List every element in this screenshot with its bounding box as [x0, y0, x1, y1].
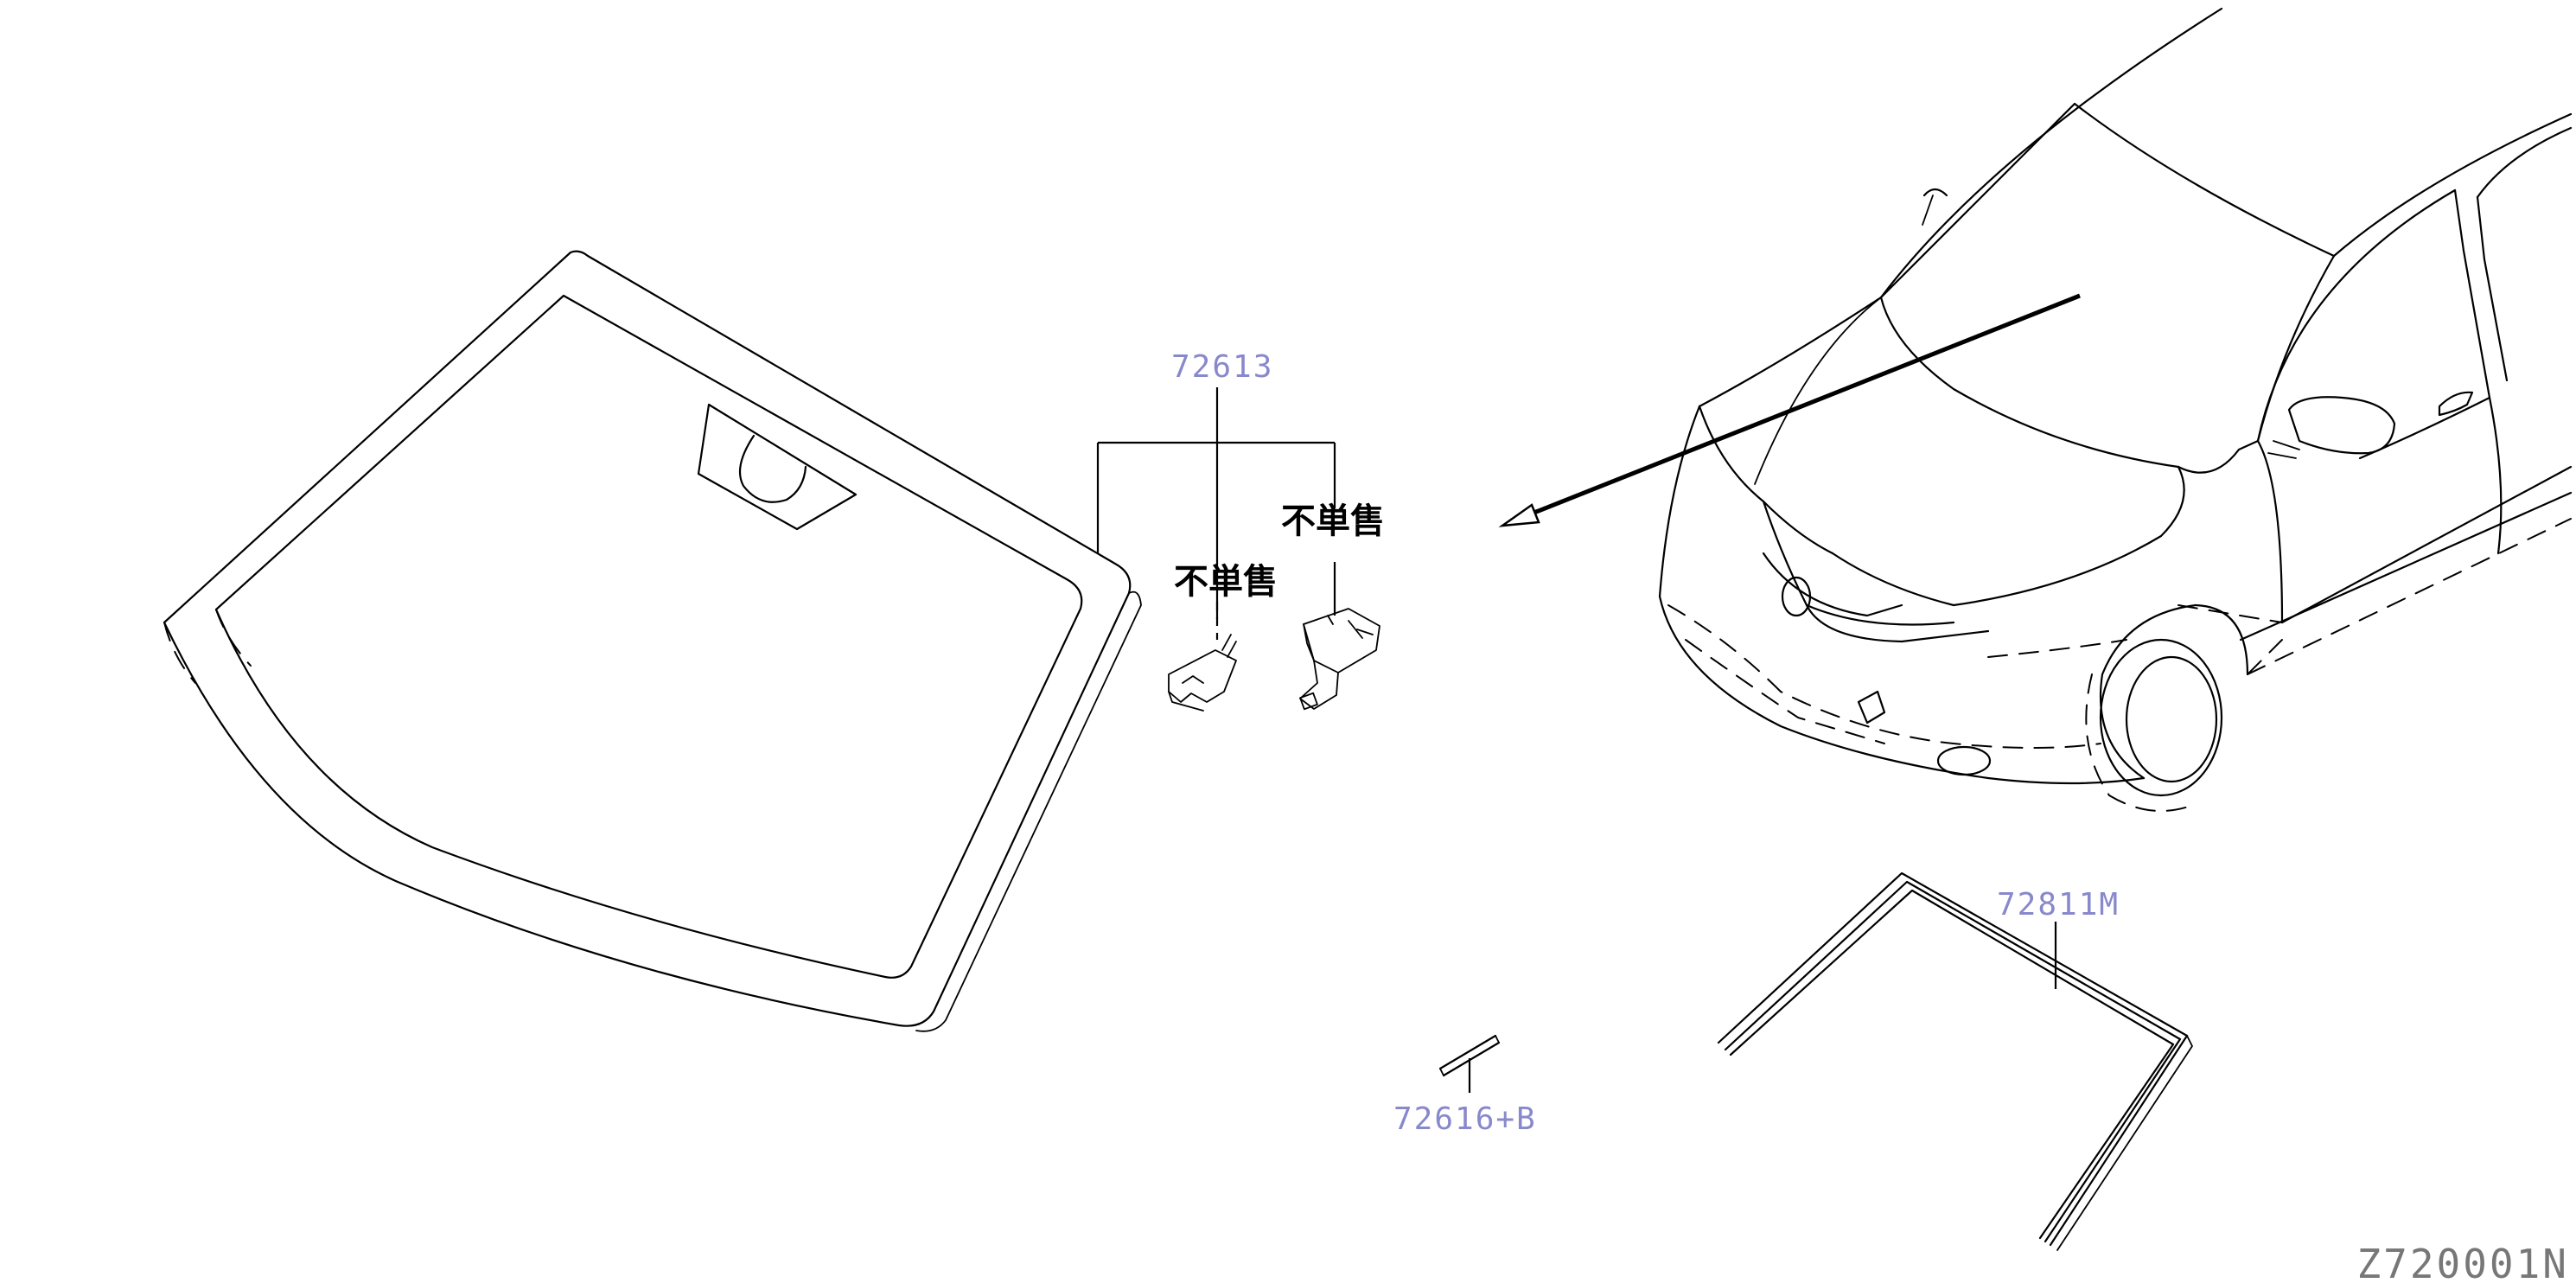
direction-arrow: [1498, 293, 2081, 527]
sensor-cover-part[interactable]: [1299, 608, 1380, 711]
windshield-molding[interactable]: [1717, 871, 2193, 1251]
part-number-72616-B[interactable]: 72616+B: [1393, 1101, 1537, 1137]
vehicle-outline: [1658, 7, 2573, 812]
not-sold-label-left: 不単售: [1174, 562, 1278, 602]
part-number-72811M[interactable]: 72811M: [1997, 887, 2120, 922]
diagram-code: Z720001N: [2356, 1241, 2569, 1283]
part-number-72613[interactable]: 72613: [1171, 349, 1273, 385]
mirror-bracket-part[interactable]: [1168, 634, 1237, 712]
callout-72811M[interactable]: 72811M: [1997, 887, 2120, 989]
callout-72613[interactable]: 72613: [1096, 349, 1336, 640]
molding-clip[interactable]: [1438, 1034, 1501, 1077]
callout-72616-B[interactable]: 72616+B: [1393, 1058, 1537, 1137]
windshield-glass[interactable]: [163, 250, 1142, 1032]
not-sold-label-right: 不単售: [1281, 501, 1385, 541]
